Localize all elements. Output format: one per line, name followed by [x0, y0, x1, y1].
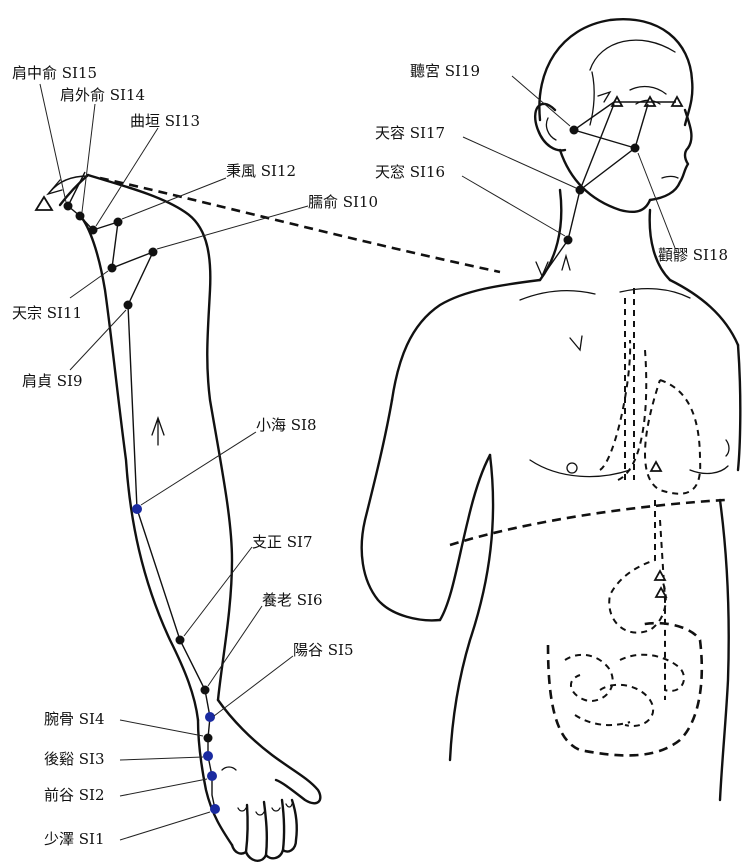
point-si3	[203, 751, 213, 761]
neck-up-arrow	[562, 256, 570, 270]
label-si11: 天宗 SI11	[12, 306, 82, 321]
internal-organs	[450, 288, 725, 755]
label-si13: 曲垣 SI13	[130, 114, 200, 129]
point-si19	[570, 126, 579, 135]
point-si11	[108, 264, 117, 273]
label-si18: 顴髎 SI18	[658, 248, 728, 263]
label-si10: 臑俞 SI10	[308, 195, 378, 210]
point-si18	[631, 144, 640, 153]
point-si8	[132, 504, 142, 514]
label-si8: 小海 SI8	[256, 418, 317, 433]
label-si12: 秉風 SI12	[226, 164, 296, 179]
point-si1	[210, 804, 220, 814]
label-si9: 肩貞 SI9	[22, 374, 83, 389]
shoulder-triangle-marker	[36, 197, 52, 210]
point-si16	[564, 236, 573, 245]
face-flow-arrow	[598, 92, 610, 102]
point-si15	[64, 202, 73, 211]
label-si5: 陽谷 SI5	[293, 643, 354, 658]
point-si14	[76, 212, 85, 221]
label-si14: 肩外俞 SI14	[60, 88, 145, 103]
label-si16: 天窓 SI16	[375, 165, 445, 180]
point-si10	[149, 248, 158, 257]
point-si13	[89, 226, 98, 235]
chest-flow-arrow	[570, 336, 582, 350]
head-meridian-path	[536, 92, 676, 350]
label-si6: 養老 SI6	[262, 593, 323, 608]
point-si12	[114, 218, 123, 227]
head-points	[564, 126, 640, 245]
arm-flow-arrow	[152, 418, 164, 445]
label-si1: 少澤 SI1	[44, 832, 105, 847]
point-si2	[207, 771, 217, 781]
point-si4	[204, 734, 213, 743]
label-si7: 支正 SI7	[252, 535, 313, 550]
label-si2: 前谷 SI2	[44, 788, 105, 803]
point-si9	[124, 301, 133, 310]
point-si17	[576, 186, 585, 195]
label-si19: 聽宮 SI19	[410, 64, 480, 79]
point-si7	[176, 636, 185, 645]
label-si17: 天容 SI17	[375, 126, 445, 141]
label-si4: 腕骨 SI4	[44, 712, 105, 727]
torso-triangles	[612, 97, 682, 597]
point-si6	[201, 686, 210, 695]
label-si3: 後谿 SI3	[44, 752, 105, 767]
label-si15: 肩中俞 SI15	[12, 66, 97, 81]
point-si5	[205, 712, 215, 722]
